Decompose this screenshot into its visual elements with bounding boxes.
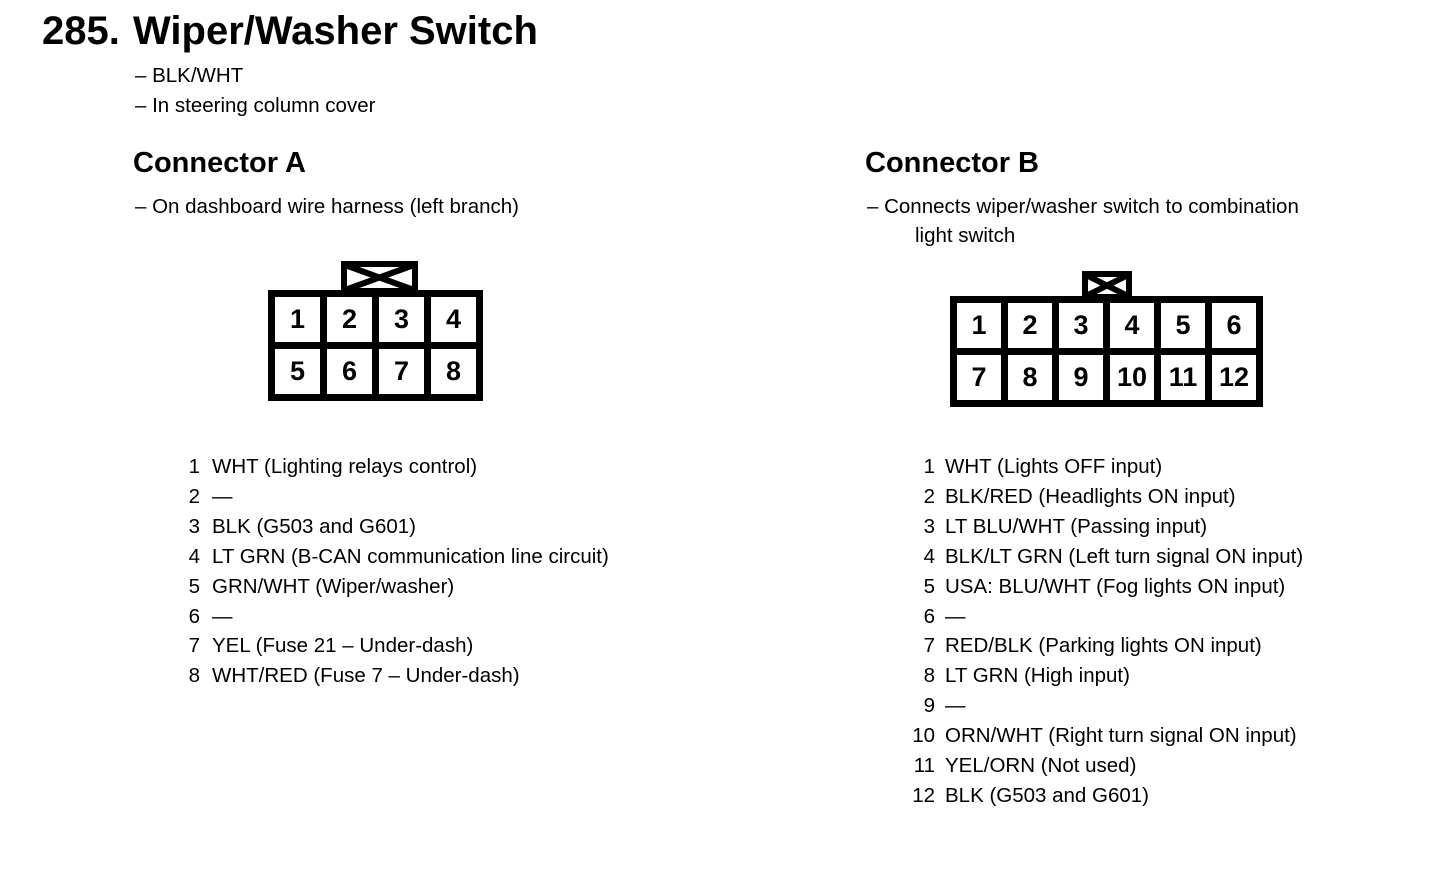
pin-description: LT BLU/WHT (Passing input) [945, 514, 1208, 538]
pin-description: — [212, 484, 233, 508]
connector-a-heading: Connector A [133, 147, 306, 179]
pin-number: 3 [923, 514, 935, 538]
pin-number: 7 [188, 634, 200, 658]
pin-list-item: 2 — [186, 482, 609, 512]
pin-number: 6 [188, 604, 200, 628]
pin-number: 7 [923, 634, 935, 658]
pin-description: RED/BLK (Parking lights ON input) [945, 634, 1262, 658]
pin-list-item: 10 ORN/WHT (Right turn signal ON input) [909, 721, 1303, 751]
connector-a-pin-list: 1 WHT (Lighting relays control) 2 — 3 BL… [186, 452, 609, 691]
pin-list-item: 3 BLK (G503 and G601) [186, 512, 609, 542]
pin-cell: 2 [327, 297, 372, 342]
page-title: Wiper/Washer Switch [133, 9, 538, 53]
pin-number: 12 [912, 783, 935, 807]
pin-description: — [945, 604, 966, 628]
pin-list-item: 7 YEL (Fuse 21 – Under-dash) [186, 631, 609, 661]
pin-cell: 12 [1212, 355, 1256, 400]
connector-a-notes: – On dashboard wire harness (left branch… [135, 193, 519, 222]
pin-cell: 1 [275, 297, 320, 342]
pin-description: YEL/ORN (Not used) [945, 754, 1137, 778]
pin-description: WHT (Lighting relays control) [212, 455, 478, 478]
pin-list-item: 2 BLK/RED (Headlights ON input) [909, 482, 1303, 512]
pin-cell: 9 [1059, 355, 1103, 400]
pin-list-item: 5 USA: BLU/WHT (Fog lights ON input) [909, 572, 1303, 602]
pin-cell: 11 [1161, 355, 1205, 400]
pin-list-item: 3 LT BLU/WHT (Passing input) [909, 512, 1303, 542]
pin-list-item: 8 WHT/RED (Fuse 7 – Under-dash) [186, 661, 609, 691]
pin-description: LT GRN (B-CAN communication line circuit… [212, 544, 609, 568]
pin-cell: 5 [1161, 303, 1205, 348]
pin-cell: 1 [957, 303, 1001, 348]
pin-number: 3 [188, 514, 200, 538]
pin-number: 4 [188, 544, 200, 568]
pin-number: 5 [923, 574, 935, 598]
pin-cell: 2 [1008, 303, 1052, 348]
pin-number: 8 [923, 664, 935, 688]
connector-b-pin-list: 1 WHT (Lights OFF input) 2 BLK/RED (Head… [909, 452, 1303, 811]
connector-b-note: – Connects wiper/washer switch to combin… [867, 195, 1299, 218]
pin-list-item: 12 BLK (G503 and G601) [909, 781, 1303, 811]
connector-b-note: light switch [915, 223, 1016, 247]
connector-b-heading: Connector B [865, 147, 1039, 179]
pin-cell: 10 [1110, 355, 1154, 400]
pin-number: 6 [923, 604, 935, 628]
pin-list-item: 1 WHT (Lighting relays control) [186, 452, 609, 482]
pin-cell: 8 [1008, 355, 1052, 400]
pin-number: 2 [923, 484, 935, 508]
pin-list-item: 9 — [909, 691, 1303, 721]
page-notes: – BLK/WHT – In steering column cover [135, 61, 375, 120]
pin-number: 11 [913, 754, 935, 778]
pin-description: BLK/RED (Headlights ON input) [945, 484, 1236, 508]
pin-cell: 3 [1059, 303, 1103, 348]
pin-list-item: 11 YEL/ORN (Not used) [909, 751, 1303, 781]
pin-description: BLK (G503 and G601) [945, 783, 1149, 807]
pin-number: 1 [188, 455, 200, 478]
pin-cell: 3 [379, 297, 424, 342]
pin-list-item: 1 WHT (Lights OFF input) [909, 452, 1303, 482]
pin-description: ORN/WHT (Right turn signal ON input) [945, 724, 1297, 748]
pin-list-item: 7 RED/BLK (Parking lights ON input) [909, 631, 1303, 661]
pin-list-item: 5 GRN/WHT (Wiper/washer) [186, 572, 609, 602]
pin-description: GRN/WHT (Wiper/washer) [212, 574, 455, 598]
pin-description: — [212, 604, 233, 628]
pin-list-item: 6 — [186, 602, 609, 632]
pin-list-item: 8 LT GRN (High input) [909, 661, 1303, 691]
pin-description: WHT (Lights OFF input) [945, 455, 1163, 478]
pin-number: 8 [188, 664, 200, 688]
pin-list-item: 4 LT GRN (B-CAN communication line circu… [186, 542, 609, 572]
pin-number: 9 [923, 694, 935, 718]
pin-number: 5 [188, 574, 200, 598]
pin-description: LT GRN (High input) [945, 664, 1130, 688]
page-note: – BLK/WHT [135, 64, 244, 87]
pin-list-item: 4 BLK/LT GRN (Left turn signal ON input) [909, 542, 1304, 572]
pin-list-item: 6 — [909, 602, 1303, 632]
connector-b-notes: – Connects wiper/washer switch to combin… [867, 193, 1299, 250]
pin-cell: 6 [1212, 303, 1256, 348]
pin-cell: 6 [327, 349, 372, 394]
pin-cell: 8 [431, 349, 476, 394]
pin-number: 2 [188, 484, 200, 508]
pin-description: — [945, 694, 966, 718]
section-number: 285. [42, 9, 120, 53]
pin-cell: 4 [431, 297, 476, 342]
pin-number: 1 [923, 455, 935, 478]
pin-description: USA: BLU/WHT (Fog lights ON input) [945, 574, 1286, 598]
connector-a-note: – On dashboard wire harness (left branch… [135, 195, 520, 218]
pin-description: WHT/RED (Fuse 7 – Under-dash) [212, 664, 520, 688]
pin-number: 10 [912, 724, 935, 748]
connector-b-key-tab-icon [1082, 271, 1132, 300]
pin-cell: 7 [379, 349, 424, 394]
pin-description: YEL (Fuse 21 – Under-dash) [212, 634, 474, 658]
pin-description: BLK/LT GRN (Left turn signal ON input) [945, 544, 1304, 568]
pin-cell: 7 [957, 355, 1001, 400]
pin-cell: 4 [1110, 303, 1154, 348]
page-note: – In steering column cover [135, 93, 376, 117]
pin-number: 4 [923, 544, 935, 568]
pin-cell: 5 [275, 349, 320, 394]
pin-description: BLK (G503 and G601) [212, 514, 416, 538]
